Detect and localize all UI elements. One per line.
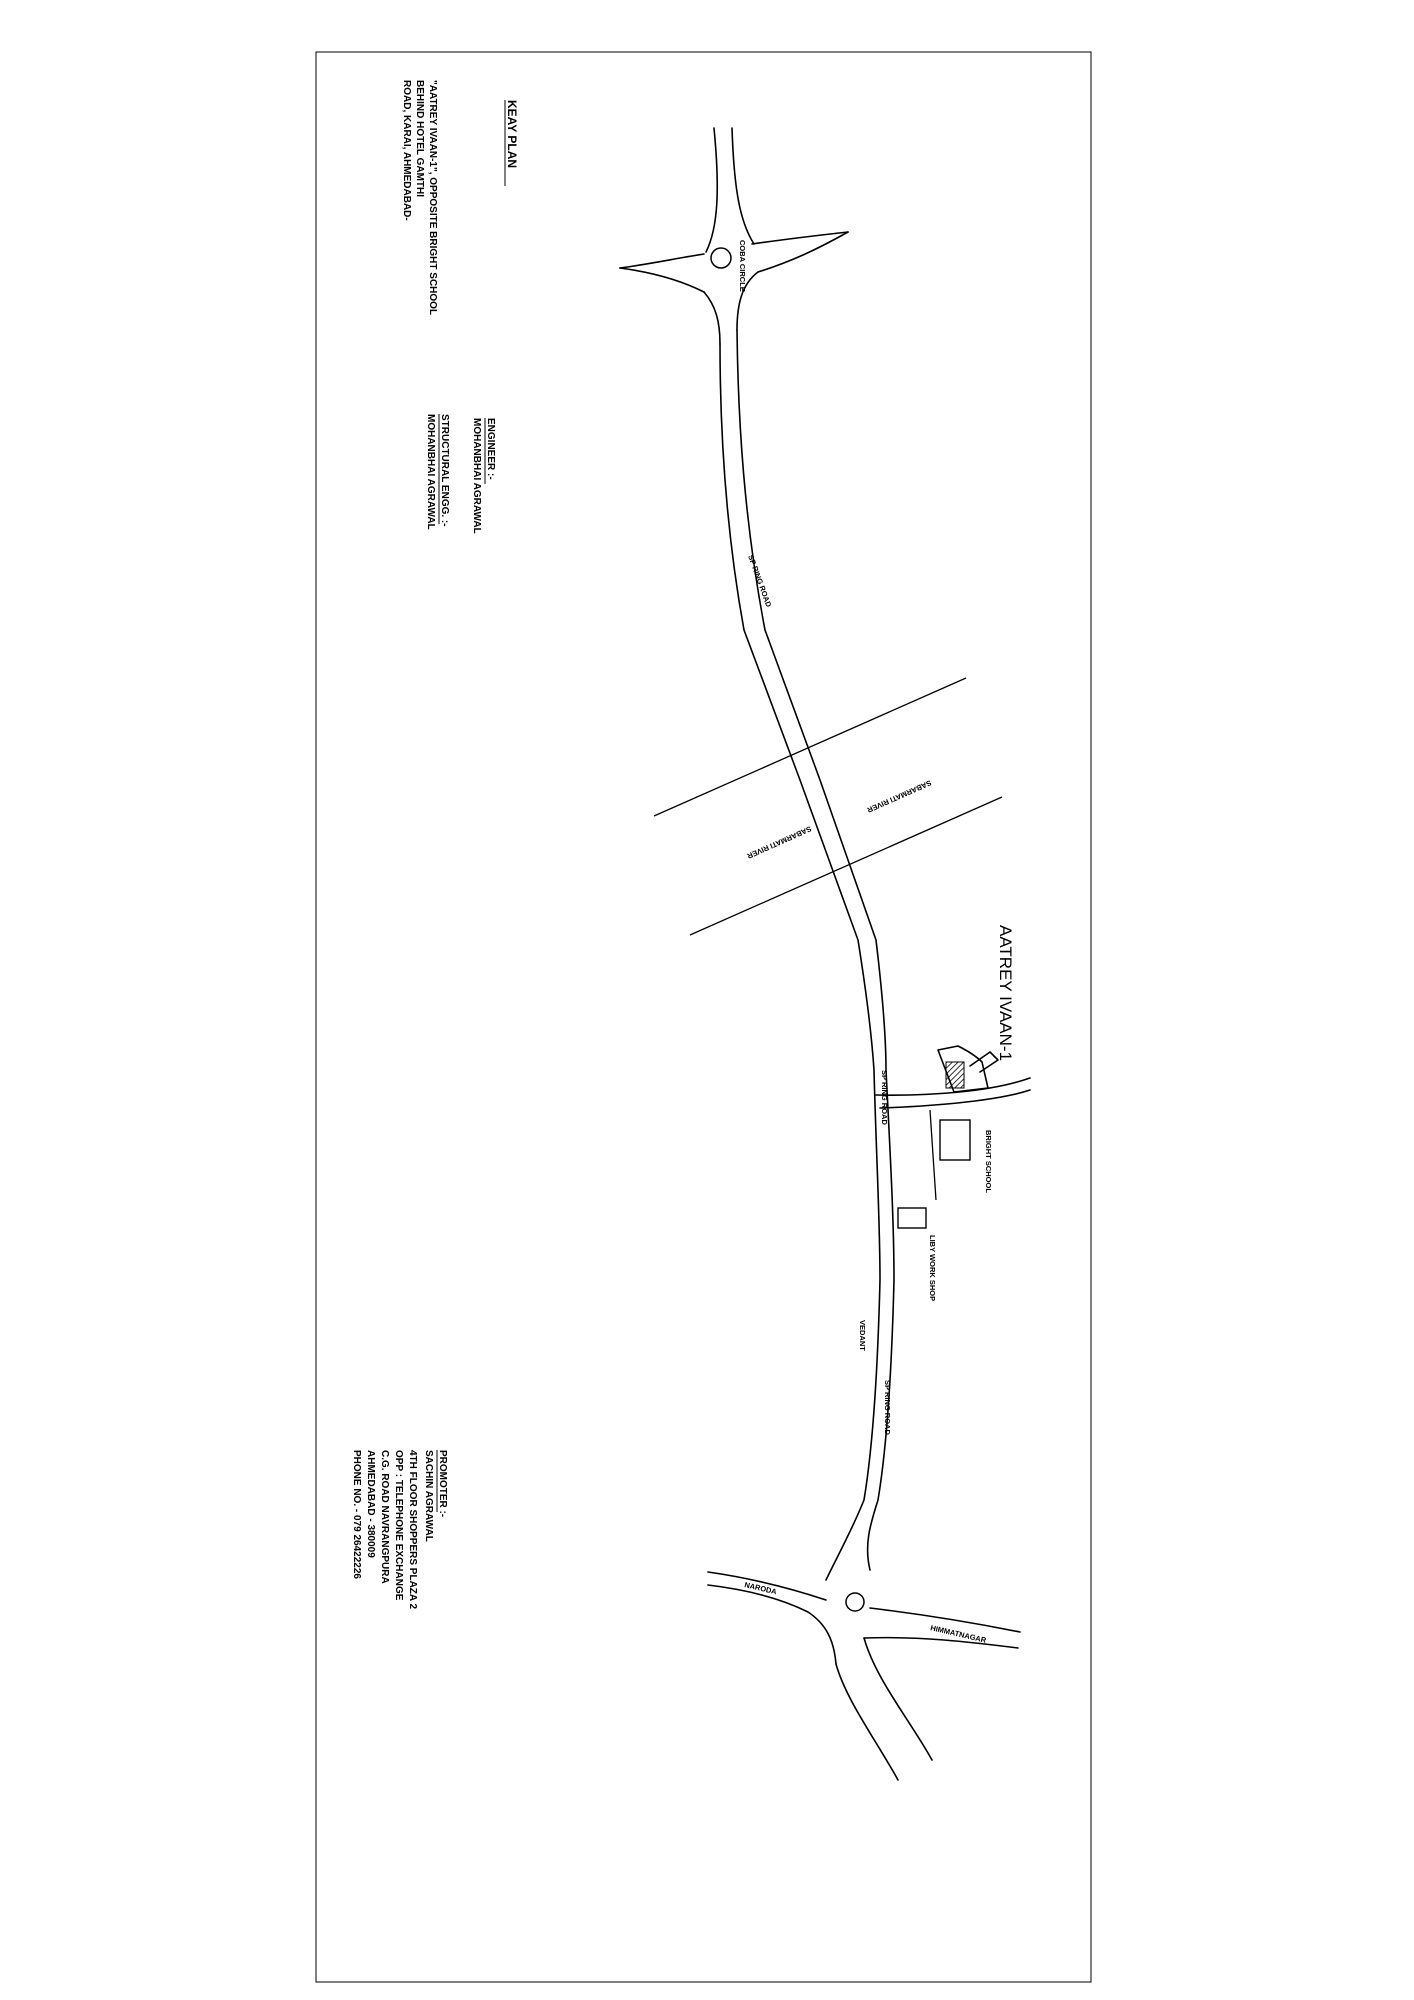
address-line-1: "AATREY IVAAN-1", OPPOSITE BRIGHT SCHOOL [427,80,438,315]
west-arm-top-edge [619,253,705,269]
south-road-left-edge [703,291,721,345]
bright-school-building [939,1119,971,1161]
label-sp-ring-road-3: SP RING ROAD [883,1380,892,1435]
label-vedant: VEDANT [858,1320,867,1351]
site-address-block: "AATREY IVAAN-1", OPPOSITE BRIGHT SCHOOL… [401,80,438,315]
ring-road-right-edge [736,329,895,1571]
east-arm-top-edge [751,231,849,245]
drawing-border [315,51,1092,1983]
north-road-left-edge [705,127,719,253]
key-plan-heading: KEAY PLAN [505,100,519,168]
site-area [875,1045,1031,1229]
himmatnagar-road-top-edge [869,1607,1021,1633]
himmatnagar-road-bottom-edge [863,1636,1019,1649]
promoter-line-6: PHONE NO. - 079 26422226 [351,1450,362,1579]
top-junction [619,127,849,345]
promoter-block: PROMOTER :- SACHIN AGRAWAL 4TH FLOOR SHO… [351,1450,448,1610]
address-line-2: BEHIND HOTEL GAMTHI [414,80,425,197]
structural-engineer-name: MOHANBHAI AGRAWAL [425,414,436,530]
side-road-bottom-edge [879,1089,1031,1109]
engineer-name: MOHANBHAI AGRAWAL [471,418,482,534]
north-road-right-edge [731,127,755,245]
label-sabarmati-river-1: SABARMATI RIVER [865,778,933,815]
promoter-line-1: SACHIN AGRAWAL [423,1450,434,1542]
east-arm-bottom-edge [757,231,849,273]
naroda-road-top-edge [707,1571,827,1601]
promoter-heading: PROMOTER :- [437,1450,448,1517]
site-title-label: AATREY IVAAN-1 [996,925,1015,1061]
south-road-right-edge [736,271,759,331]
river-bank-south [689,796,1003,936]
engineer-block: ENGINEER :- MOHANBHAI AGRAWAL STRUCTURAL… [425,414,496,534]
river-bank-north [653,677,967,817]
promoter-line-4: C.G. ROAD NAVRANGPURA [379,1450,390,1584]
label-coba-circle: COBA CIRCLE [738,240,747,292]
road-map: COBA CIRCLE SP RING ROAD SABARMATI RIVER… [619,127,1031,1781]
coba-circle-roundabout [710,247,732,269]
label-liby-work-shop: LIBY WORK SHOP [928,1235,937,1301]
structural-engineer-heading: STRUCTURAL ENGG. :- [439,414,450,527]
south-exit-right-edge [863,1637,933,1761]
site-plot-outline [937,1045,989,1093]
south-exit-left-edge [835,1663,899,1781]
label-sabarmati-river-2: SABARMATI RIVER [745,824,813,861]
site-access-path [969,1051,999,1073]
west-arm-bottom-edge [619,267,705,293]
naroda-road-bottom-edge [707,1584,837,1665]
key-plan-block: KEAY PLAN [504,100,519,186]
engineer-heading: ENGINEER :- [485,418,496,480]
promoter-line-5: AHMEDABAD - 380009 [365,1450,376,1558]
promoter-line-3: OPP : TELEPHONE EXCHANGE [393,1450,404,1601]
label-bright-school: BRIGHT SCHOOL [984,1130,993,1193]
address-line-3: ROAD, KARAI, AHMEDABAD- [401,80,412,221]
bottom-roundabout [845,1592,865,1612]
liby-work-shop-building [897,1207,927,1229]
school-boundary-line [929,1109,937,1201]
site-plot-hatched [945,1061,965,1089]
ring-road-left-edge [719,343,881,1581]
promoter-line-2: 4TH FLOOR SHOPPERS PLAZA 2 [407,1450,418,1610]
label-sp-ring-road-2: SP RING ROAD [880,1070,889,1125]
bottom-junction [707,1571,1021,1781]
